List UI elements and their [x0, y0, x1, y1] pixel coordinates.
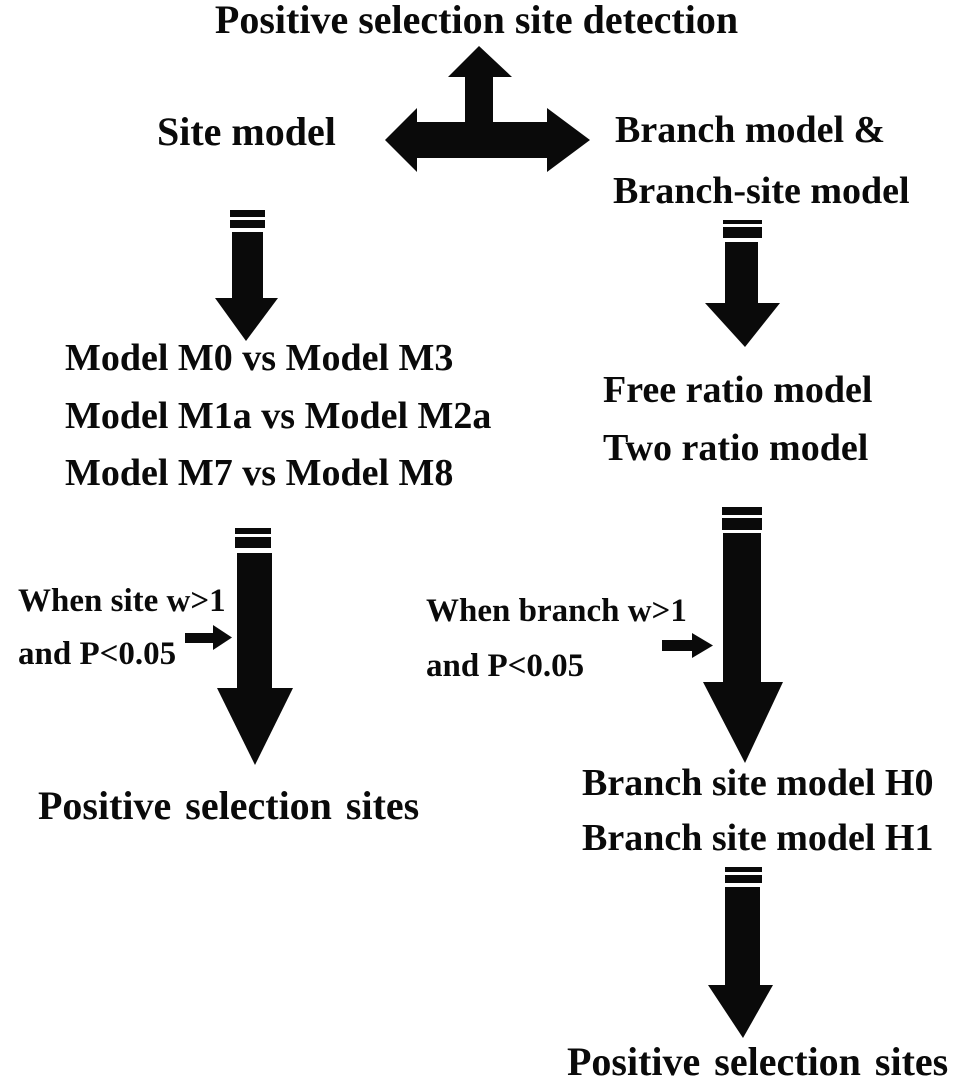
- site-condition-pointer-arrow-icon: [185, 625, 232, 650]
- model-comparison-3: Model M7 vs Model M8: [65, 452, 454, 494]
- branch-site-result-arrow-icon: [708, 867, 773, 1038]
- site-model-label: Site model: [157, 109, 336, 154]
- branch-model-down-arrow-icon: [705, 220, 780, 347]
- branch-model-label-line2: Branch-site model: [613, 170, 910, 212]
- site-model-down-arrow-icon: [215, 210, 278, 341]
- model-comparison-2: Model M1a vs Model M2a: [65, 395, 492, 437]
- three-way-branch-arrow-icon: [383, 46, 591, 172]
- site-model-result-label: Positive selection sites: [38, 783, 420, 828]
- branch-model-result-arrow-icon: [703, 507, 783, 763]
- model-comparison-1: Model M0 vs Model M3: [65, 337, 454, 379]
- branch-condition-line2: and P<0.05: [426, 648, 585, 684]
- diagram-title: Positive selection site detection: [214, 0, 739, 42]
- site-condition-line1: When site w>1: [18, 583, 226, 619]
- site-model-result-arrow-icon: [217, 528, 293, 765]
- site-condition-line2: and P<0.05: [18, 636, 177, 672]
- branch-model-label-line1: Branch model &: [615, 109, 886, 151]
- branch-site-h1-label: Branch site model H1: [582, 817, 934, 859]
- branch-condition-line1: When branch w>1: [426, 593, 687, 629]
- two-ratio-model-label: Two ratio model: [603, 427, 869, 469]
- branch-site-h0-label: Branch site model H0: [582, 762, 934, 804]
- branch-site-result-label: Positive selection sites: [567, 1039, 949, 1084]
- branch-condition-pointer-arrow-icon: [662, 633, 713, 658]
- free-ratio-model-label: Free ratio model: [603, 369, 873, 411]
